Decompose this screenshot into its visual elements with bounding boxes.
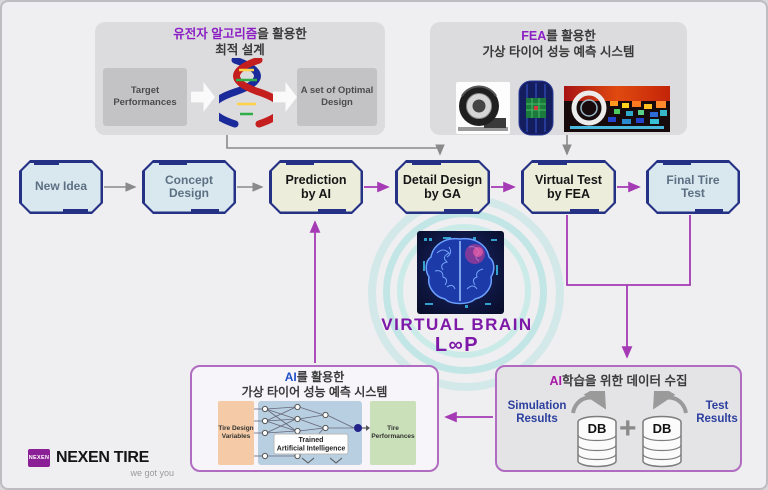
dna-double-helix-icon <box>219 58 273 128</box>
flow-node-prediction-by-ai: Prediction by AI <box>269 160 363 214</box>
node-notch <box>63 209 88 214</box>
ga-panel-title: 유전자 알고리즘 을 활용한 <box>95 27 385 43</box>
ai-panel-title: AI 를 활용한 <box>192 370 437 385</box>
fea-panel-subtitle: 가상 타이어 성능 예측 시스템 <box>482 44 635 59</box>
node-notch <box>286 160 314 165</box>
node-notch <box>570 209 599 214</box>
fea-title-highlight: FEA <box>521 29 547 43</box>
nexen-logo-tagline: we got you <box>130 468 174 478</box>
tire-design-variables-box: Tire Design Variables <box>218 401 254 465</box>
ai-title-highlight: AI <box>284 370 297 384</box>
node-notch <box>444 209 473 214</box>
digital-brain-icon <box>417 231 504 314</box>
flow-node-new-idea: New Idea <box>19 160 103 214</box>
db-label: DB <box>588 421 607 436</box>
genetic-algorithm-panel: 유전자 알고리즘 을 활용한 최적 설계 Target Performances… <box>95 22 385 135</box>
curved-hook-arrow-icon <box>653 391 688 414</box>
simulation-results-line1: Simulation <box>507 400 567 412</box>
fea-title-suffix: 를 활용한 <box>546 29 596 43</box>
nexen-logo-mark: NEXEN <box>28 449 50 467</box>
database-cylinder-icon: DB <box>571 391 617 468</box>
node-notch <box>538 160 567 165</box>
simulation-results-line2: Results <box>516 413 558 426</box>
flow-node-label: Virtual Test by FEA <box>524 163 614 212</box>
node-notch <box>412 160 441 165</box>
ga-title-suffix: 을 활용한 <box>257 27 307 41</box>
ai-prediction-panel: AI 를 활용한 가상 타이어 성능 예측 시스템 Tire Design Va… <box>190 365 439 472</box>
test-results-label: Test Results <box>693 400 741 426</box>
flow-node-label: New Idea <box>22 163 101 212</box>
tire-performances-box: Tire Performances <box>370 401 416 465</box>
flow-node-label: Detail Design by GA <box>398 163 488 212</box>
tire-photo-icon <box>456 82 510 134</box>
fea-mesh-tire-icon <box>518 80 554 136</box>
node-notch <box>191 209 219 214</box>
hollow-right-arrow-icon <box>273 82 297 112</box>
node-notch <box>695 209 723 214</box>
nn-label-line1: Trained <box>299 437 324 444</box>
fea-panel-title: FEA 를 활용한 <box>430 29 687 45</box>
db-label: DB <box>653 421 672 436</box>
plus-icon: + <box>619 412 637 445</box>
simulation-results-label: Simulation Results <box>501 400 573 426</box>
nexen-logo-name: NEXEN TIRE <box>56 449 150 466</box>
curved-hook-arrow-icon <box>571 391 606 414</box>
flow-node-final-tire-test: Final Tire Test <box>646 160 740 214</box>
virtual-brain-caption-line1: VIRTUAL BRAIN <box>381 315 533 334</box>
test-results-line1: Test <box>705 400 729 412</box>
hud-marks <box>423 237 498 308</box>
ga-panel-subtitle: 최적 설계 <box>215 42 265 57</box>
nexen-tire-logo: NEXEN NEXEN TIRE we got you <box>28 449 178 478</box>
fea-panel: FEA 를 활용한 가상 타이어 성능 예측 시스템 <box>430 22 687 136</box>
flow-node-label: Prediction by AI <box>272 163 361 212</box>
node-notch <box>663 160 691 165</box>
fea-simulation-heatmap-icon <box>564 86 670 132</box>
test-results-line2: Results <box>696 413 738 426</box>
target-performances-box: Target Performances <box>103 68 187 126</box>
flow-node-concept-design: Concept Design <box>142 160 236 214</box>
database-cylinder-icon: DB <box>642 391 688 468</box>
data-title-highlight: AI <box>549 374 563 388</box>
hollow-right-arrow-icon <box>191 82 215 112</box>
ga-title-highlight: 유전자 알고리즘 <box>173 27 258 41</box>
ai-title-suffix: 를 활용한 <box>296 370 345 384</box>
node-notch <box>34 160 59 165</box>
node-notch <box>159 160 187 165</box>
virtual-brain-caption-line2: L∞P <box>434 334 480 356</box>
ai-panel-subtitle: 가상 타이어 성능 예측 시스템 <box>241 385 388 399</box>
neural-network-icon: Trained Artificial Intelligence <box>254 403 370 464</box>
flow-node-label: Concept Design <box>145 163 234 212</box>
flow-node-label: Final Tire Test <box>649 163 738 212</box>
nn-label-line2: Artificial Intelligence <box>277 446 346 453</box>
flow-node-detail-design-by-ga: Detail Design by GA <box>395 160 490 214</box>
data-collection-panel: AI 학습을 위한 데이터 수집 Simulation Results DB + <box>495 365 742 472</box>
data-title-suffix: 학습을 위한 데이터 수집 <box>562 374 688 388</box>
flow-node-virtual-test-by-fea: Virtual Test by FEA <box>521 160 616 214</box>
node-notch <box>318 209 346 214</box>
glow-ring-inner <box>397 224 531 358</box>
optimal-design-box: A set of Optimal Design <box>297 68 377 126</box>
data-panel-title: AI 학습을 위한 데이터 수집 <box>497 374 740 390</box>
